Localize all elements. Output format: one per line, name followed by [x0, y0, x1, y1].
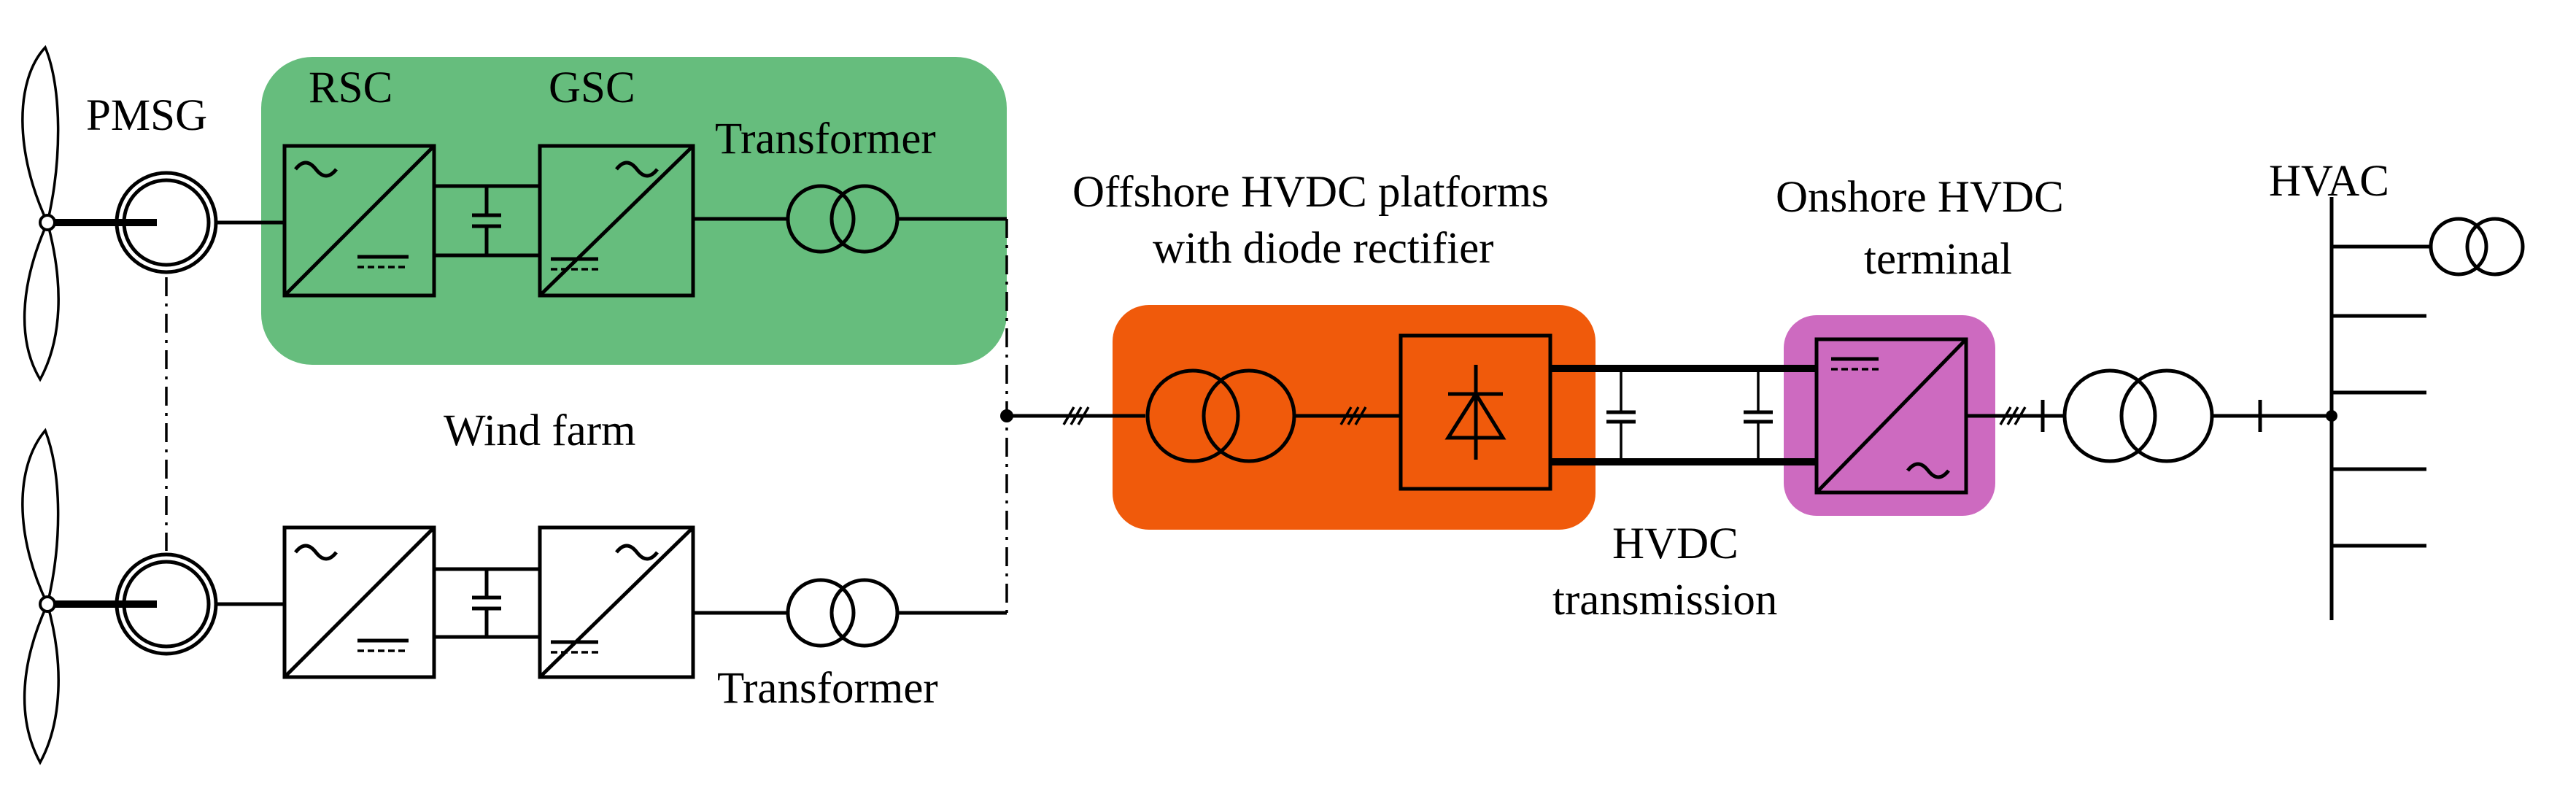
capacitor-icon	[472, 186, 501, 255]
ac-dc-converter-icon	[282, 144, 436, 298]
transformer-bottom-label: Transformer	[717, 664, 938, 713]
rsc-label: RSC	[309, 63, 392, 112]
capacitor-icon	[1606, 368, 1636, 462]
hvdc-label-line2: transmission	[1552, 576, 1777, 625]
hvac-label: HVAC	[2269, 157, 2389, 206]
onshore-label-line1: Onshore HVDC	[1776, 173, 2064, 222]
onshore-label-line2: terminal	[1864, 235, 2012, 284]
gsc-label: GSC	[549, 63, 635, 112]
transformer-icon	[2062, 368, 2214, 463]
turbine-blade-icon	[21, 428, 60, 765]
ac-dc-converter-icon	[282, 525, 436, 679]
transformer-icon	[786, 578, 900, 648]
diode-icon	[1399, 333, 1552, 491]
capacitor-icon	[472, 569, 501, 637]
wind-farm-label: Wind farm	[444, 406, 635, 455]
turbine-blade-icon	[21, 45, 60, 382]
pmsg-label: PMSG	[86, 91, 207, 140]
transformer-icon	[2429, 217, 2525, 277]
ac-dc-converter-icon	[538, 525, 695, 679]
wind-farm-region	[261, 57, 1007, 365]
offshore-label-line2: with diode rectifier	[1153, 224, 1493, 273]
capacitor-icon	[1744, 368, 1773, 462]
transformer-top-label: Transformer	[715, 115, 936, 163]
offshore-label-line1: Offshore HVDC platforms	[1072, 168, 1549, 217]
hvdc-label-line1: HVDC	[1612, 519, 1738, 568]
